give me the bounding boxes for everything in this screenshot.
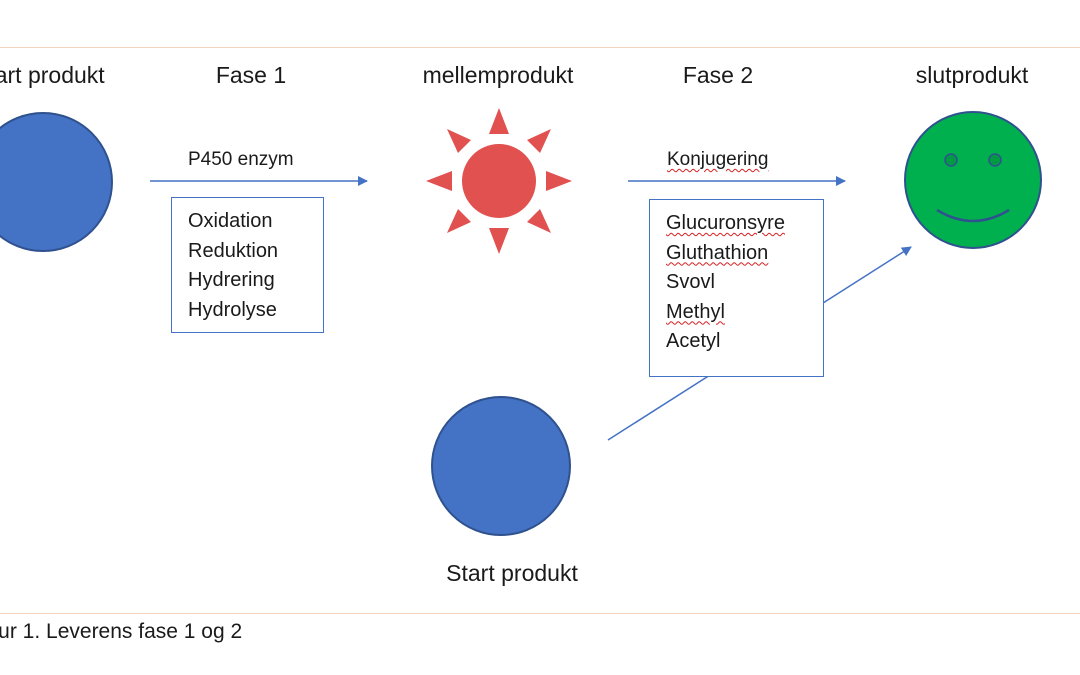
phase2-arrow-label: Konjugering xyxy=(667,149,769,170)
start-product-circle xyxy=(0,112,113,252)
reaction-item: Hydrering xyxy=(188,269,275,291)
reaction-item: Hydrolyse xyxy=(188,298,277,321)
smiley-face-icon xyxy=(904,111,1042,249)
reaction-item: Reduktion xyxy=(188,239,279,262)
bottom-rule xyxy=(0,613,1080,614)
stage-label-end: slutprodukt xyxy=(915,62,1029,88)
stage-label-phase1: Fase 1 xyxy=(215,62,287,88)
figure-caption: Figur 1. Leverens fase 1 og 2 xyxy=(0,620,243,643)
stage-label-start-bottom: Start produkt xyxy=(446,560,578,586)
stage-label-start: Start produkt xyxy=(0,62,105,88)
phase1-arrow-label: P450 enzym xyxy=(188,149,294,170)
red-sun-icon xyxy=(426,108,572,254)
conjugate-item: Glucuronsyre xyxy=(666,212,785,234)
conjugate-item: Methyl xyxy=(666,300,725,323)
reaction-item: Oxidation xyxy=(188,210,273,232)
conjugate-item: Gluthathion xyxy=(666,241,769,264)
stage-label-phase2: Fase 2 xyxy=(682,62,754,88)
conjugate-item: Acetyl xyxy=(666,330,721,352)
start-product-bottom-circle xyxy=(431,396,571,536)
phase1-reactions-box: Oxidation Reduktion Hydrering Hydrolyse xyxy=(171,197,324,333)
top-rule xyxy=(0,47,1080,48)
stage-label-intermediate: mellemprodukt xyxy=(422,62,574,88)
phase2-conjugates-box: Glucuronsyre Gluthathion Svovl Methyl Ac… xyxy=(649,199,824,377)
conjugate-item: Svovl xyxy=(666,271,715,293)
